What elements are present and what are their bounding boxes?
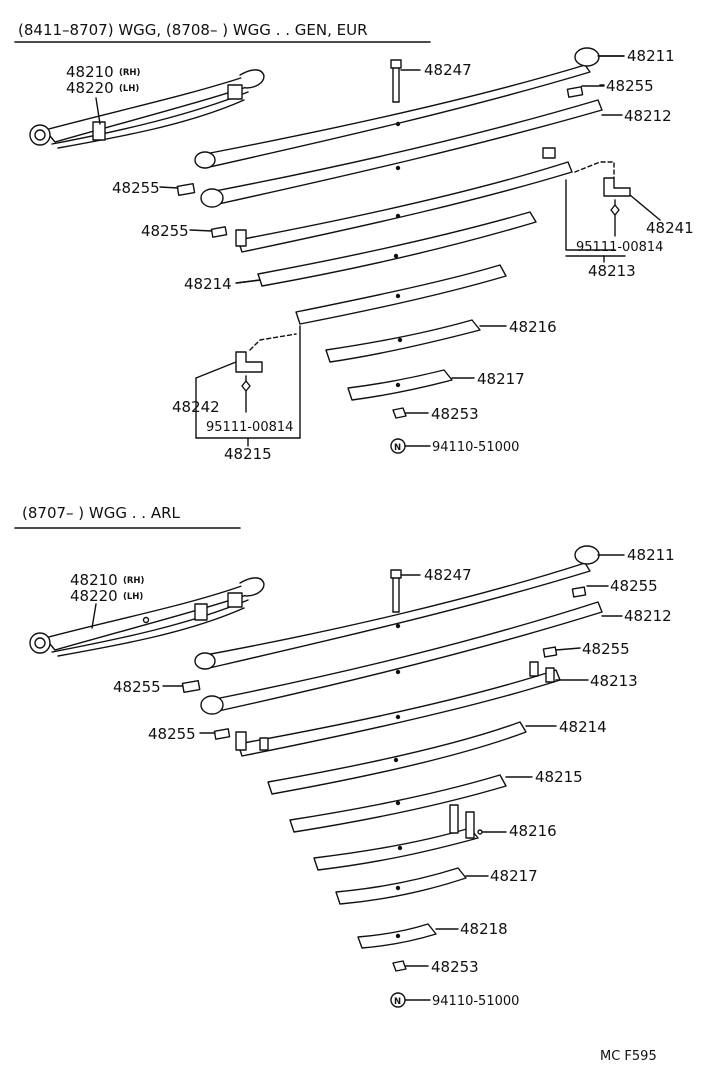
label-rh: (RH) — [119, 68, 141, 78]
section2-header: (8707– ) WGG . . ARL — [22, 504, 181, 522]
label-48217-b: 48217 — [490, 867, 538, 885]
label-48218-b: 48218 — [460, 920, 508, 938]
label-95111-b: 95111-00814 — [206, 420, 293, 435]
label-48255-c: 48255 — [141, 222, 189, 240]
label-48214: 48214 — [184, 275, 232, 293]
leaf-48212 — [200, 99, 623, 208]
label-48242: 48242 — [172, 398, 220, 416]
leaf-48217 — [347, 369, 475, 401]
label-48253-b: 48253 — [431, 958, 479, 976]
leaf-48217-b — [335, 867, 489, 905]
center-bolt-48247-b — [390, 569, 421, 613]
label-94110: 94110-51000 — [432, 440, 519, 455]
leaf-48212-b — [200, 601, 623, 715]
label-94110-b: 94110-51000 — [432, 994, 519, 1009]
label-48210-b: 48210 — [70, 571, 118, 589]
label-48215: 48215 — [224, 445, 272, 463]
clip-48255 — [566, 86, 584, 98]
label-48255-a-b: 48255 — [610, 577, 658, 595]
label-48255-c-b: 48255 — [113, 678, 161, 696]
label-48212: 48212 — [624, 107, 672, 125]
label-48241: 48241 — [646, 219, 694, 237]
leaf-48216-b — [313, 804, 507, 871]
center-bolt-48247 — [390, 59, 421, 103]
nut-letter-b: N — [394, 997, 401, 1007]
label-95111-a: 95111-00814 — [576, 240, 663, 255]
label-48255-d-b: 48255 — [148, 725, 196, 743]
leaf-48215-b — [289, 774, 533, 833]
label-48213-b: 48213 — [590, 672, 638, 690]
section1-header: (8411–8707) WGG, (8708– ) WGG . . GEN, E… — [18, 21, 368, 39]
leaf-48216 — [325, 319, 507, 363]
label-48211: 48211 — [627, 47, 675, 65]
leaf-48213-b — [235, 661, 589, 757]
label-48215-b: 48215 — [535, 768, 583, 786]
label-48255-b: 48255 — [112, 179, 160, 197]
label-48216: 48216 — [509, 318, 557, 336]
bracket-48242 — [195, 333, 297, 439]
label-48255-b-b: 48255 — [582, 640, 630, 658]
label-48220-b: 48220 — [70, 587, 118, 605]
label-lh: (LH) — [119, 84, 139, 94]
label-48211-b: 48211 — [627, 546, 675, 564]
label-48220: 48220 — [66, 79, 114, 97]
label-48214-b: 48214 — [559, 718, 607, 736]
spring-assembly-48210 — [29, 69, 265, 149]
leaf-48214-b — [267, 721, 557, 795]
leaf-48213 — [235, 147, 573, 253]
label-48247: 48247 — [424, 61, 472, 79]
label-48255-a: 48255 — [606, 77, 654, 95]
leaf-48211-b — [194, 545, 625, 670]
leaf-48211 — [194, 47, 625, 169]
label-lh-b: (LH) — [123, 592, 143, 602]
leaf-48218-b — [357, 923, 459, 949]
footer-code: MC F595 — [600, 1049, 657, 1064]
label-48217: 48217 — [477, 370, 525, 388]
spacer-48253 — [392, 407, 429, 419]
spring-assembly-48210-b — [29, 577, 265, 657]
leaf-48215 — [295, 264, 507, 325]
label-48213: 48213 — [588, 262, 636, 280]
label-48212-b: 48212 — [624, 607, 672, 625]
label-rh-b: (RH) — [123, 576, 145, 586]
label-48253: 48253 — [431, 405, 479, 423]
label-48216-b: 48216 — [509, 822, 557, 840]
label-48247-b: 48247 — [424, 566, 472, 584]
label-48210: 48210 — [66, 63, 114, 81]
spacer-48253-b — [392, 960, 429, 972]
nut-letter: N — [394, 443, 401, 453]
